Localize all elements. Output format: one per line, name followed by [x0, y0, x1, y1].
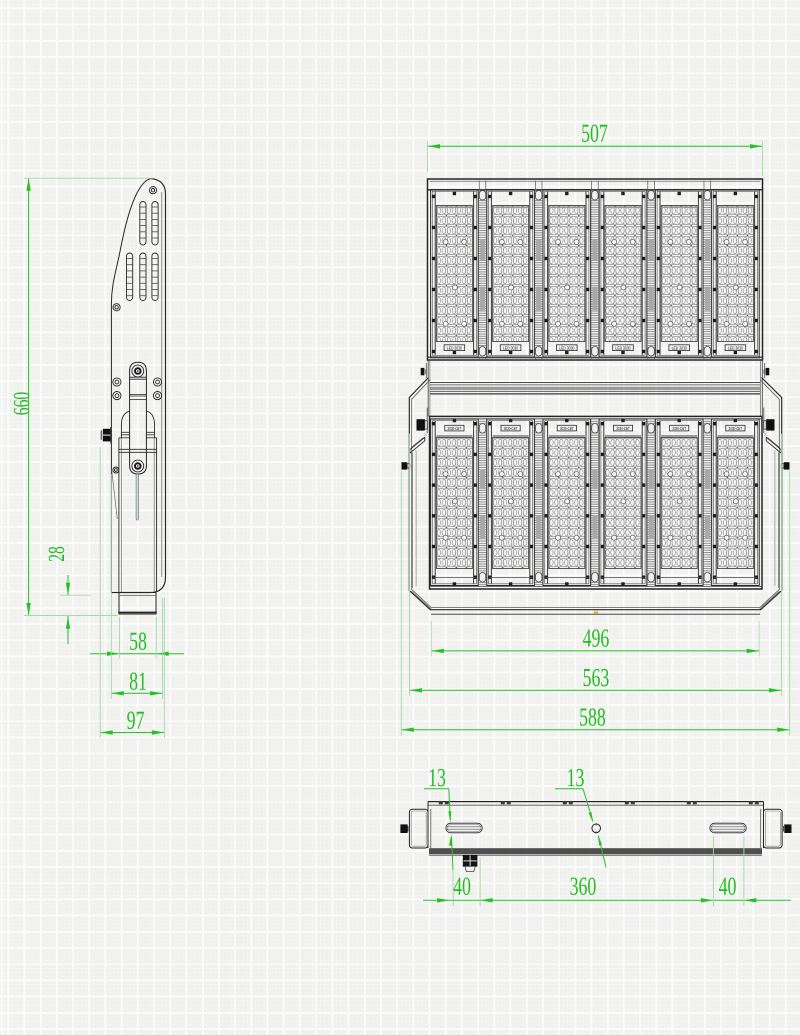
svg-text:3030-CBT: 3030-CBT	[672, 426, 686, 431]
svg-text:588: 588	[579, 703, 606, 732]
svg-text:LED 3030: LED 3030	[615, 346, 631, 351]
svg-text:507: 507	[581, 119, 608, 148]
svg-text:LED 3030: LED 3030	[503, 346, 519, 351]
svg-text:13: 13	[428, 763, 446, 792]
svg-text:660: 660	[9, 392, 34, 415]
svg-text:563: 563	[583, 663, 610, 692]
svg-text:97: 97	[127, 706, 145, 735]
svg-text:LED 3030: LED 3030	[447, 346, 463, 351]
svg-text:3030-CBT: 3030-CBT	[504, 426, 518, 431]
svg-text:40: 40	[453, 872, 471, 901]
svg-text:58: 58	[129, 627, 147, 656]
svg-text:496: 496	[583, 624, 610, 653]
svg-text:3030-CBT: 3030-CBT	[448, 426, 462, 431]
svg-text:13: 13	[567, 763, 585, 792]
svg-text:LED 3030: LED 3030	[672, 346, 688, 351]
svg-text:LED 3030: LED 3030	[728, 346, 744, 351]
svg-text:3030-CBT: 3030-CBT	[729, 426, 743, 431]
svg-text:81: 81	[129, 667, 147, 696]
svg-text:LED 3030: LED 3030	[559, 346, 575, 351]
svg-text:3030-CBT: 3030-CBT	[616, 426, 630, 431]
svg-text:28: 28	[44, 546, 69, 562]
svg-text:3030-CBT: 3030-CBT	[560, 426, 574, 431]
svg-text:40: 40	[719, 872, 737, 901]
svg-text:360: 360	[570, 872, 597, 901]
